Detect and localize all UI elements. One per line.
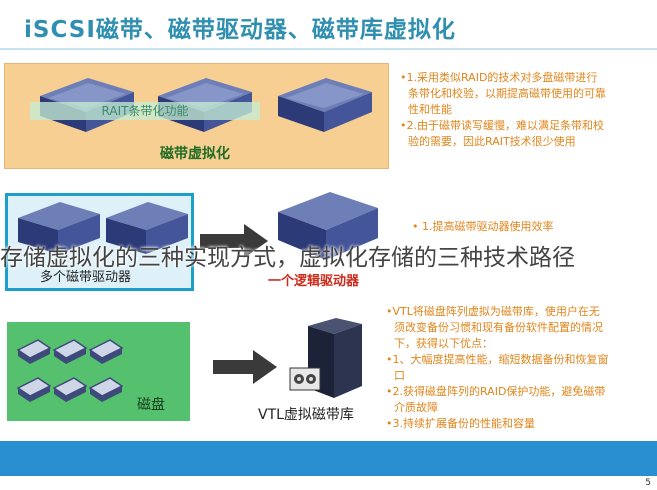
slide-title: iSCSI磁带、磁带驱动器、磁带库虚拟化: [24, 17, 456, 43]
note-line: •1.采用类似RAID的技术对多盘磁带进行: [400, 71, 598, 84]
note-line: •2.由于磁带读写缓慢，难以满足条带和校: [400, 119, 604, 132]
tape-virtualization-label: 磁带虚拟化: [160, 146, 230, 162]
note-line: 性和性能: [408, 103, 452, 116]
note-line: 口: [394, 369, 405, 382]
note-line: •2.获得磁盘阵列的RAID保护功能，避免磁带: [386, 385, 606, 398]
arrow-right-icon: [213, 350, 277, 384]
logical-drive-icon: [278, 192, 378, 260]
disk-label: 磁盘: [137, 397, 165, 413]
tape-drive-icon: [18, 202, 100, 254]
page-number: 5: [645, 478, 651, 488]
tape-drive-icon: [278, 78, 372, 132]
logical-drive-label: 一个逻辑驱动器: [268, 274, 360, 289]
rait-striping-band: RAIT条带化功能: [30, 102, 260, 120]
tape-library-icon: [289, 318, 362, 398]
disk-array-icon: [16, 339, 124, 402]
note-line: •3.持续扩展备份的性能和容量: [386, 417, 535, 430]
vtl-notes: •VTL将磁盘阵列虚拟为磁带库，使用户在无 须改变备份习惯和现有备份软件配置的情…: [386, 304, 609, 432]
note-line: 下，获得以下优点：: [394, 337, 493, 350]
overlay-caption: 存储虚拟化的三种实现方式，虚拟化存储的三种技术路径: [0, 245, 575, 271]
arrow-right-icon: [200, 224, 268, 258]
note-line: •1、大幅度提高性能，缩短数据备份和恢复窗: [386, 353, 609, 366]
multiple-drives-label: 多个磁带驱动器: [40, 270, 132, 285]
rait-notes: •1.采用类似RAID的技术对多盘磁带进行 条带化和校验，以期提高磁带使用的可靠…: [400, 70, 606, 150]
note-line: •VTL将磁盘阵列虚拟为磁带库，使用户在无: [386, 305, 600, 318]
note-line: 验的需要，因此RAIT技术很少使用: [408, 135, 576, 148]
note-line: 条带化和校验，以期提高磁带使用的可靠: [408, 87, 606, 100]
title-rule: [0, 48, 657, 50]
drive-notes: • 1.提高磁带驱动器使用效率: [412, 219, 553, 235]
disks-panel: [7, 322, 190, 421]
tape-drive-icon: [106, 202, 188, 254]
note-line: • 1.提高磁带驱动器使用效率: [412, 220, 554, 233]
note-line: 介质故障: [394, 401, 438, 414]
note-line: 须改变备份习惯和现有备份软件配置的情况: [394, 321, 603, 334]
vtl-label: VTL虚拟磁带库: [258, 407, 354, 423]
bottom-bar: [0, 441, 657, 476]
